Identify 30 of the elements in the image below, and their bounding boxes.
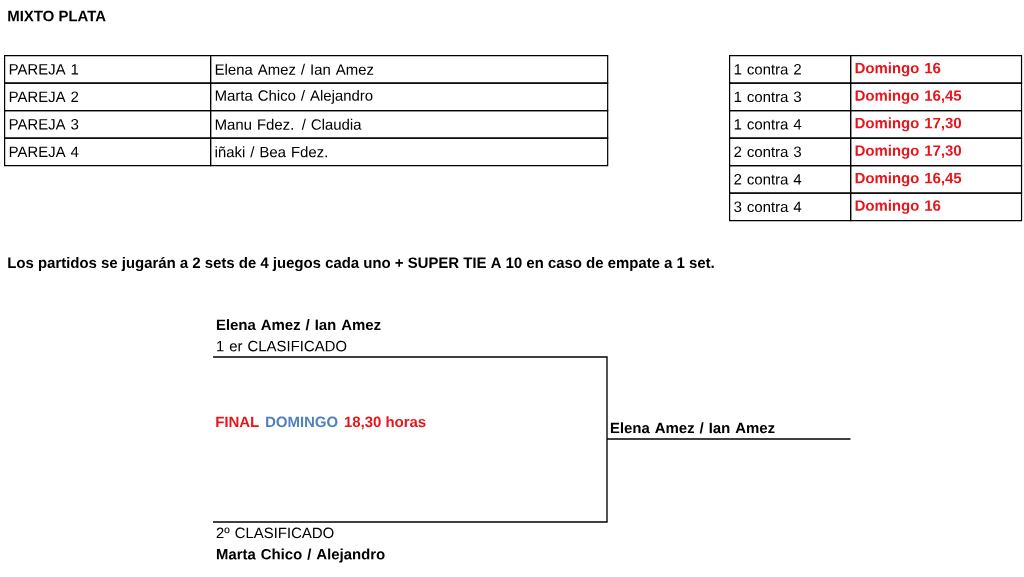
table-cell: 1 contra 2 [729,55,852,84]
table-cell: 3 contra 4 [729,192,852,222]
time-text: 18,30 horas [344,416,426,430]
final-text: FINAL [216,416,259,427]
title: MIXTO PLATA [8,10,106,22]
table-cell: 2 contra 4 [729,165,852,194]
table-cell: iñaki / Bea Fdez. [210,137,609,167]
table-cell: 2 contra 3 [729,137,852,167]
table-cell: PAREJA 1 [4,55,212,84]
table-cell: PAREJA 4 [4,137,212,167]
table-cell: PAREJA 2 [4,82,212,112]
table-cell: Domingo 16,45 [850,82,1023,112]
table-cell: 1 contra 4 [729,110,852,139]
table-cell: 1 contra 3 [729,82,852,112]
bracket-slot: Elena Amez / Ian Amez 1 er CLASIFICADO [216,319,381,352]
table-cell: Domingo 17,30 [850,137,1023,167]
table-cell: Marta Chico / Alejandro [210,82,609,112]
bracket-line [212,438,608,523]
bracket-slot: 2º CLASIFICADO Marta Chico / Alejandro [216,527,385,563]
table-cell: Domingo 16,45 [850,165,1023,194]
day-text: DOMINGO [266,416,338,428]
table-cell: Domingo 16 [850,55,1023,84]
table-cell: Elena Amez / Ian Amez [210,55,609,84]
table-cell: Manu Fdez. / Claudia [210,110,609,139]
table-cell: Domingo 16 [850,192,1023,222]
bracket-line [212,356,608,440]
bracket-slot: Elena Amez / Ian Amez [606,422,852,440]
note-text: Los partidos se jugarán a 2 sets de 4 juegos cada uno + SUPER TIE A 10 en caso de empate a 1 set. [8,256,714,272]
table-cell: Domingo 17,30 [850,110,1023,139]
table-cell: PAREJA 3 [4,110,212,139]
